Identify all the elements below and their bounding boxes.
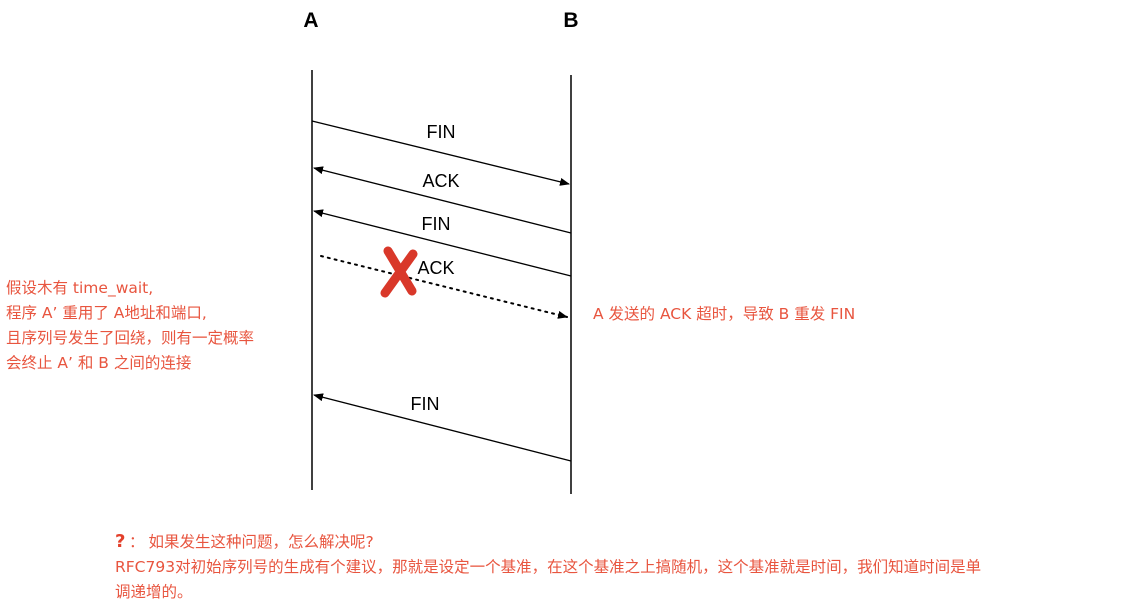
question-mark-icon: ? [115,531,126,552]
answer-line-2: 调递增的。 [115,583,193,601]
question-colon: ： [129,533,145,551]
message-arrow-ack-1 [313,166,572,234]
message-arrow-fin-2 [313,209,572,277]
note-question-answer: ?：如果发生这种问题，怎么解决呢? RFC793对初始序列号的生成有个建议，那就… [115,529,981,605]
message-label-ack-1: ACK [422,171,459,191]
cross-icon [380,246,418,298]
node-a-label: A [303,9,318,32]
message-label-ack-lost: ACK [417,258,454,278]
message-label-fin-3: FIN [411,394,440,414]
note-left-line-2: 程序 A’ 重用了 A地址和端口, [6,304,207,322]
note-left-line-1: 假设木有 time_wait, [6,279,154,297]
message-arrow-fin-1 [311,120,570,186]
answer-line-1: RFC793对初始序列号的生成有个建议，那就是设定一个基准，在这个基准之上搞随机… [115,558,982,576]
node-b-label: B [563,9,578,32]
note-no-time-wait: 假设木有 time_wait, 程序 A’ 重用了 A地址和端口, 且序列号发生… [6,276,254,376]
note-left-line-3: 且序列号发生了回绕，则有一定概率 [6,329,255,347]
message-arrow-fin-3 [313,393,572,462]
message-arrow-ack-lost [320,255,568,319]
question-text: 如果发生这种问题，怎么解决呢? [148,533,374,551]
message-label-fin-1: FIN [427,122,456,142]
note-left-line-4: 会终止 A’ 和 B 之间的连接 [6,354,192,372]
message-label-fin-2: FIN [422,214,451,234]
note-right-text: A 发送的 ACK 超时，导致 B 重发 FIN [593,305,856,323]
note-ack-timeout: A 发送的 ACK 超时，导致 B 重发 FIN [593,302,855,327]
question-line: ?：如果发生这种问题，怎么解决呢? [115,529,981,555]
